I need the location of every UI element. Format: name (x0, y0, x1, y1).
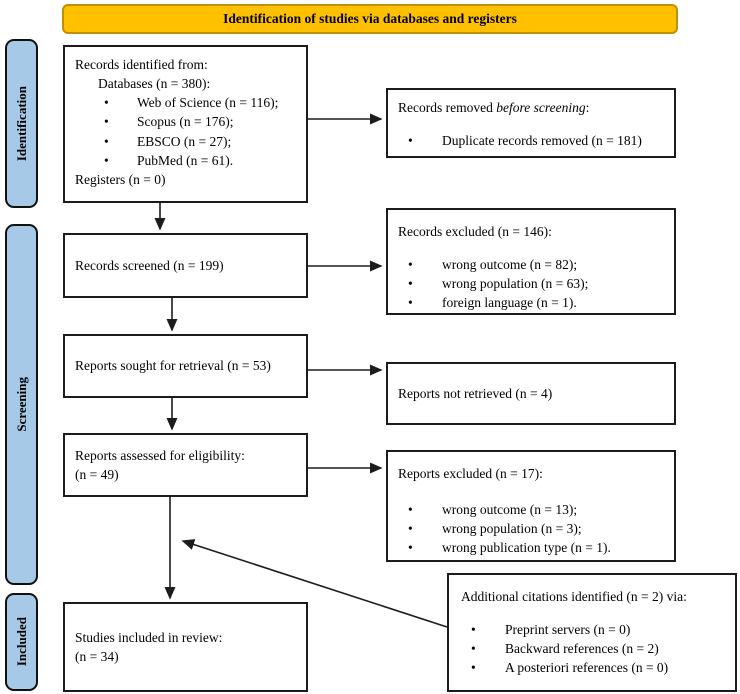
reports-assessed-line2: (n = 49) (75, 467, 119, 482)
records-identified-databases: Databases (n = 380): (98, 76, 211, 92)
records-excluded-title: Records excluded (n = 146): (398, 224, 552, 239)
bullet-item: Web of Science (n = 116); (98, 93, 298, 112)
box-records-identified: Records identified from: Databases (n = … (63, 45, 308, 203)
stage-label-identification: Identification (5, 39, 38, 208)
box-additional-citations: Additional citations identified (n = 2) … (447, 573, 737, 692)
box-reports-sought: Reports sought for retrieval (n = 53) (63, 334, 308, 398)
bullet-item: wrong population (n = 3); (398, 519, 666, 538)
bullet-item: A posteriori references (n = 0) (461, 658, 727, 677)
bullet-item: wrong population (n = 63); (398, 274, 666, 293)
bullet-item: Scopus (n = 176); (98, 112, 298, 131)
box-records-excluded: Records excluded (n = 146): wrong outcom… (386, 208, 676, 315)
bullet-item: wrong outcome (n = 82); (398, 255, 666, 274)
additional-citations-bullet-list: Preprint servers (n = 0) Backward refere… (461, 620, 727, 677)
records-removed-bullet-list: Duplicate records removed (n = 181) (398, 131, 666, 150)
box-reports-excluded: Reports excluded (n = 17): wrong outcome… (386, 450, 676, 562)
bullet-item: Duplicate records removed (n = 181) (398, 131, 666, 150)
records-screened-label: Records screened (n = 199) (75, 257, 224, 273)
box-reports-assessed: Reports assessed for eligibility: (n = 4… (63, 433, 308, 497)
box-records-removed: Records removed before screening: Duplic… (386, 88, 676, 158)
studies-included-line2: (n = 34) (75, 649, 119, 664)
stage-label-screening: Screening (5, 224, 38, 585)
records-identified-heading: Records identified from: (75, 57, 208, 72)
bullet-item: foreign language (n = 1). (398, 293, 666, 312)
records-removed-title: Records removed before screening: (398, 100, 590, 115)
bullet-item: Preprint servers (n = 0) (461, 620, 727, 639)
stage-label-included: Included (5, 593, 38, 691)
reports-sought-label: Reports sought for retrieval (n = 53) (75, 358, 271, 374)
reports-excluded-title: Reports excluded (n = 17): (398, 466, 543, 481)
banner-title: Identification of studies via databases … (62, 4, 678, 34)
records-excluded-bullet-list: wrong outcome (n = 82); wrong population… (398, 255, 666, 312)
reports-excluded-bullet-list: wrong outcome (n = 13); wrong population… (398, 500, 666, 557)
records-removed-title-emphasis: before screening (496, 100, 586, 115)
studies-included-line1: Studies included in review: (75, 629, 223, 645)
records-identified-bullet-list: Web of Science (n = 116); Scopus (n = 17… (75, 93, 298, 170)
reports-not-retrieved-label: Reports not retrieved (n = 4) (398, 385, 553, 401)
bullet-item: wrong publication type (n = 1). (398, 538, 666, 557)
box-records-screened: Records screened (n = 199) (63, 233, 308, 298)
box-studies-included: Studies included in review: (n = 34) (63, 602, 308, 692)
bullet-item: EBSCO (n = 27); (98, 132, 298, 151)
reports-assessed-line1: Reports assessed for eligibility: (75, 447, 245, 463)
box-reports-not-retrieved: Reports not retrieved (n = 4) (386, 362, 676, 425)
bullet-item: wrong outcome (n = 13); (398, 500, 666, 519)
bullet-item: PubMed (n = 61). (98, 151, 298, 170)
bullet-item: Backward references (n = 2) (461, 639, 727, 658)
banner-title-label: Identification of studies via databases … (223, 11, 517, 26)
additional-citations-title: Additional citations identified (n = 2) … (461, 589, 687, 604)
records-identified-registers: Registers (n = 0) (75, 171, 166, 187)
